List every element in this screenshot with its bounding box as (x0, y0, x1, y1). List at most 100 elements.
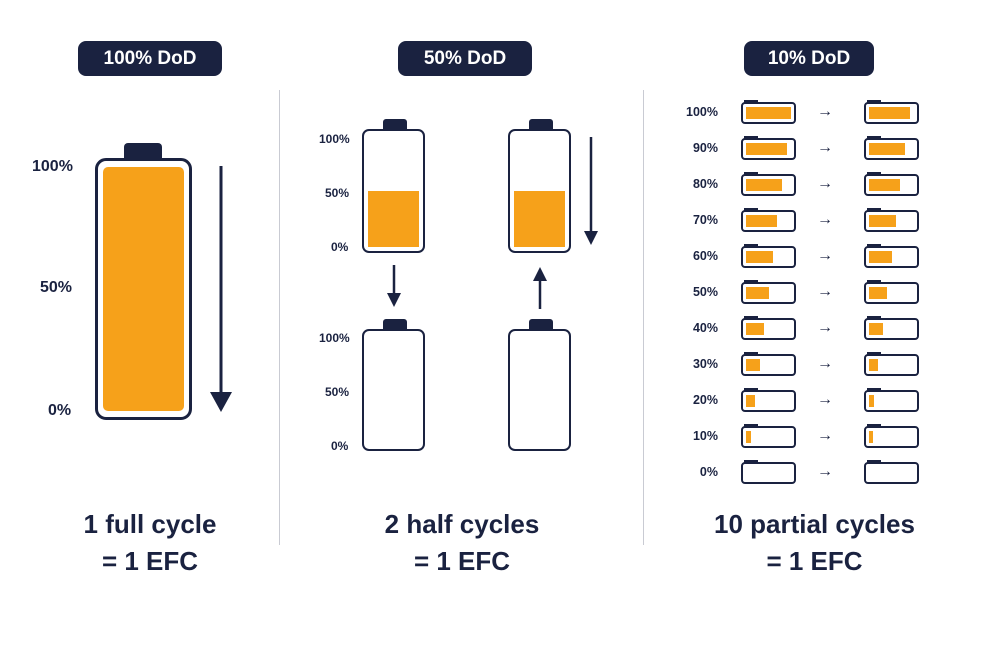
battery-terminal (744, 460, 758, 463)
battery-charge-fill (869, 359, 878, 371)
top-label-0: 0% (331, 240, 349, 254)
row-battery-before (741, 244, 796, 268)
battery-terminal (867, 388, 881, 391)
caption-line-2: = 1 EFC (101, 546, 199, 576)
dod-badge-100: 100% DoD (78, 41, 222, 76)
row-level-label: 10% (692, 429, 718, 443)
row-battery-after (864, 172, 919, 196)
right-arrow-icon: → (817, 139, 833, 156)
half-battery-top-right (508, 129, 571, 253)
partial-cycle-panel: 10% DoD 100%→90%→80%→70%→60%→50%→40%→30%… (644, 0, 985, 650)
row-battery-after (864, 460, 919, 484)
dod-badge-10: 10% DoD (744, 41, 874, 76)
row-battery-after (864, 424, 919, 448)
battery-charge-fill (746, 251, 773, 263)
caption-line-2: = 1 EFC (766, 546, 863, 576)
battery-charge-fill (746, 179, 782, 191)
battery-charge-fill (869, 323, 883, 335)
right-arrow-icon: → (817, 319, 833, 336)
battery-terminal (867, 208, 881, 211)
row-battery-before (741, 424, 796, 448)
row-battery-after (864, 352, 919, 376)
battery-charge-fill (746, 395, 755, 407)
half-battery-bottom-right (508, 329, 571, 451)
battery-terminal (867, 460, 881, 463)
row-battery-before (741, 208, 796, 232)
battery-terminal (744, 424, 758, 427)
bottom-label-50: 50% (325, 385, 350, 399)
battery-charge-fill (746, 107, 791, 119)
battery-charge-fill (869, 179, 900, 191)
battery-terminal (867, 172, 881, 175)
battery-terminal (867, 136, 881, 139)
full-cycle-panel: 100% DoD 100% 50% 0% 1 full cycle = 1 EF… (0, 0, 280, 650)
half-battery-bottom-left (362, 329, 425, 451)
battery-terminal (744, 100, 758, 103)
row-battery-after (864, 136, 919, 160)
right-arrow-icon: → (817, 391, 833, 408)
caption-line-1: 10 partial cycles (714, 509, 915, 539)
row-level-label: 40% (692, 321, 718, 335)
row-battery-before (741, 136, 796, 160)
battery-charge-fill (746, 287, 769, 299)
level-label-50: 50% (40, 279, 73, 296)
battery-terminal (529, 119, 553, 130)
row-level-label: 50% (692, 285, 718, 299)
battery-terminal (867, 280, 881, 283)
panel-divider (279, 90, 280, 545)
bottom-label-0: 0% (331, 439, 349, 453)
battery-charge-fill (869, 251, 892, 263)
full-battery-icon (95, 158, 192, 420)
caption-line-1: 1 full cycle (83, 509, 217, 539)
battery-charge-fill (746, 323, 764, 335)
battery-charge-fill (869, 395, 874, 407)
battery-terminal (744, 244, 758, 247)
battery-terminal (867, 100, 881, 103)
partial-cycle-caption: 10 partial cycles = 1 EFC (644, 506, 985, 580)
row-level-label: 90% (692, 141, 718, 155)
right-arrow-icon: → (817, 427, 833, 444)
dod-badge-50: 50% DoD (398, 41, 532, 76)
row-battery-after (864, 280, 919, 304)
right-arrow-icon: → (817, 103, 833, 120)
row-level-label: 0% (699, 465, 718, 479)
caption-line-2: = 1 EFC (413, 546, 511, 576)
level-label-100: 100% (32, 158, 73, 175)
battery-terminal (744, 208, 758, 211)
half-cycle-caption: 2 half cycles = 1 EFC (280, 506, 644, 580)
battery-terminal (744, 172, 758, 175)
row-battery-after (864, 208, 919, 232)
row-battery-after (864, 388, 919, 412)
row-battery-after (864, 244, 919, 268)
battery-charge-fill (746, 359, 760, 371)
row-level-label: 30% (692, 357, 718, 371)
row-level-label: 100% (686, 105, 718, 119)
right-arrow-icon: → (817, 211, 833, 228)
battery-charge-fill (869, 431, 873, 443)
battery-charge-fill (746, 215, 777, 227)
row-battery-after (864, 100, 919, 124)
row-battery-before (741, 172, 796, 196)
battery-terminal (124, 143, 162, 159)
discharge-arrow-icon (584, 137, 598, 245)
caption-line-1: 2 half cycles (384, 509, 540, 539)
right-arrow-icon: → (817, 175, 833, 192)
half-battery-top-left (362, 129, 425, 253)
battery-terminal (744, 352, 758, 355)
right-arrow-icon: → (817, 247, 833, 264)
battery-terminal (867, 244, 881, 247)
discharge-arrow-icon (210, 166, 232, 412)
battery-terminal (867, 424, 881, 427)
battery-terminal (867, 352, 881, 355)
battery-charge-fill (368, 191, 419, 247)
row-battery-before (741, 280, 796, 304)
row-level-label: 60% (692, 249, 718, 263)
arrow-down-icon (387, 265, 401, 307)
battery-terminal (867, 316, 881, 319)
panel-divider (643, 90, 644, 545)
bottom-label-100: 100% (319, 331, 350, 345)
row-level-label: 80% (692, 177, 718, 191)
arrow-up-icon (533, 267, 547, 309)
row-level-label: 20% (692, 393, 718, 407)
row-battery-before (741, 316, 796, 340)
